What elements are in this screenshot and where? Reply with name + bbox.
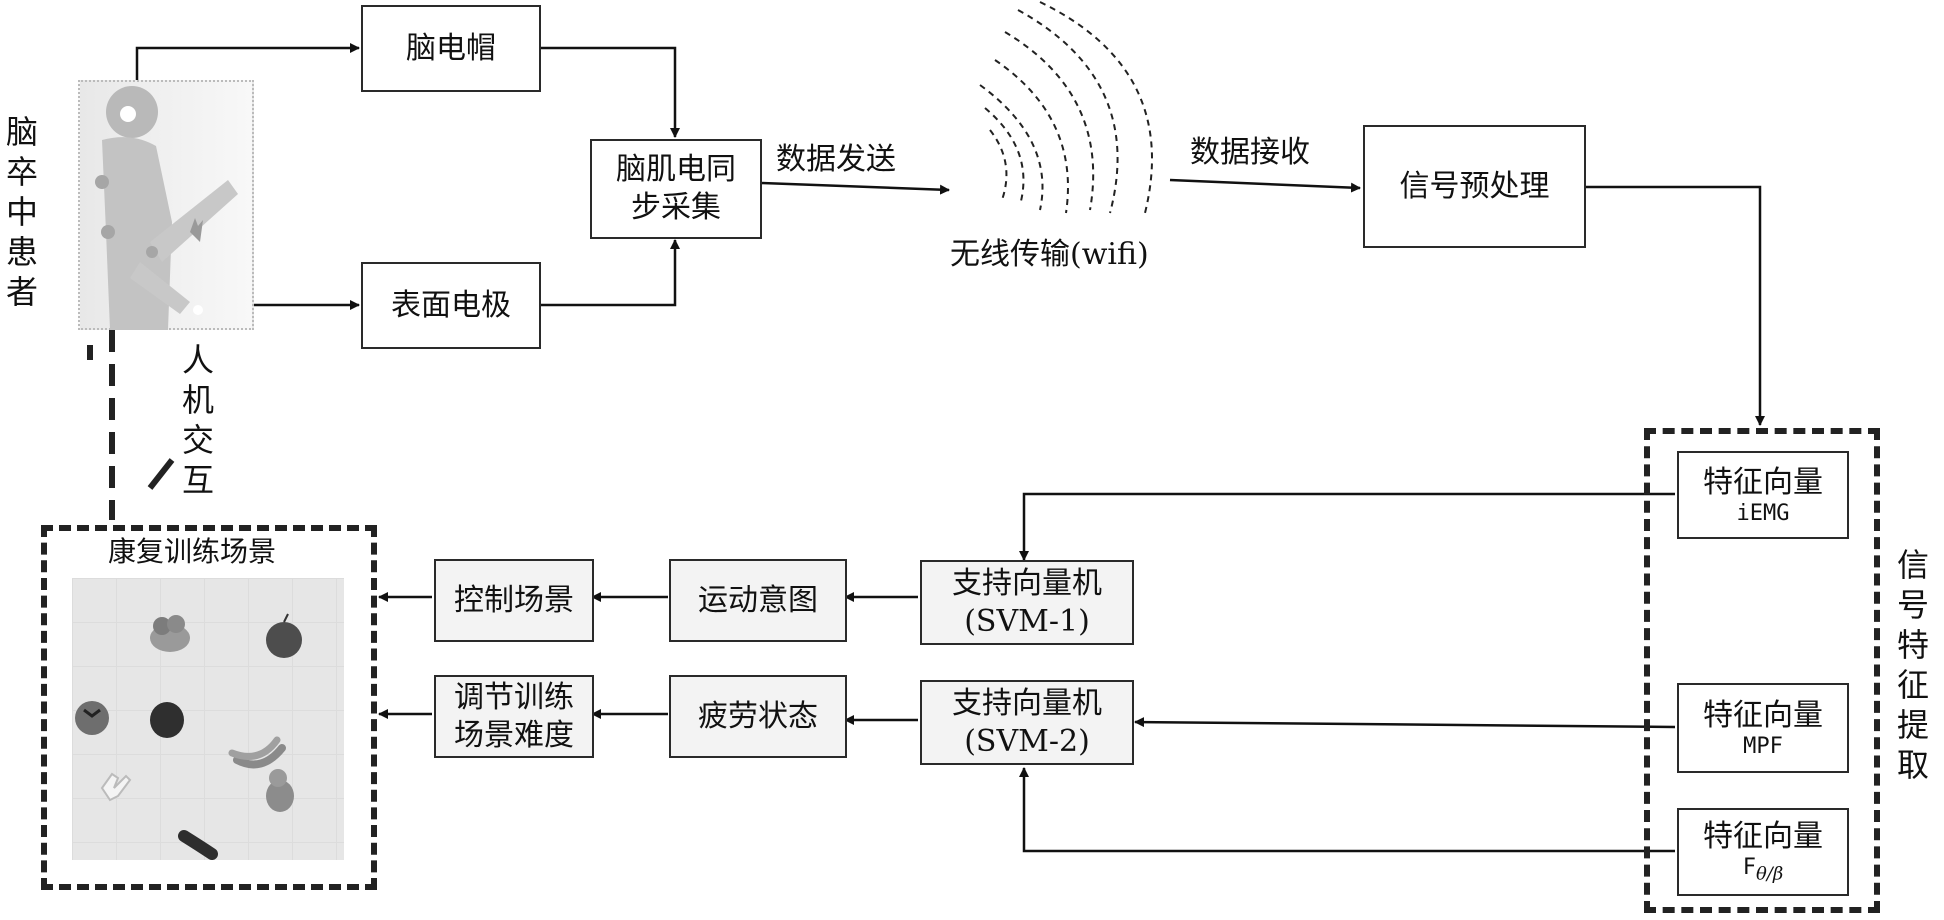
pear-icon bbox=[266, 769, 294, 812]
feature-mpf-box: 特征向量 MPF bbox=[1677, 683, 1849, 773]
banana-icon bbox=[232, 740, 282, 764]
svm1-line1: 支持向量机 bbox=[952, 565, 1102, 603]
patient-label: 脑卒中患者 bbox=[2, 112, 42, 312]
svm2-line1: 支持向量机 bbox=[952, 685, 1102, 723]
surface-electrode-text: 表面电极 bbox=[391, 287, 511, 325]
rehab-scene-image bbox=[72, 578, 344, 860]
surface-electrode-box: 表面电极 bbox=[361, 262, 541, 349]
feature-ratio-box: 特征向量 Fθ/β bbox=[1677, 808, 1849, 896]
sync-acquisition-text: 脑肌电同步采集 bbox=[616, 151, 736, 227]
preprocess-text: 信号预处理 bbox=[1400, 168, 1550, 206]
fatigue-state-box: 疲劳状态 bbox=[669, 675, 847, 758]
arrow-electrode-to-sync bbox=[540, 240, 675, 305]
arrow-ratio-to-svm2 bbox=[1024, 768, 1675, 851]
preprocess-box: 信号预处理 bbox=[1363, 125, 1586, 248]
feature-extraction-label: 信号特征提取 bbox=[1893, 545, 1933, 785]
pepper-icon bbox=[150, 702, 184, 738]
feature-mpf-line1: 特征向量 bbox=[1703, 697, 1823, 735]
interaction-label: 人机交互 bbox=[178, 340, 218, 500]
adjust-difficulty-box: 调节训练场景难度 bbox=[434, 675, 594, 758]
svm1-box: 支持向量机 (SVM-1) bbox=[920, 560, 1134, 645]
eeg-cap-box: 脑电帽 bbox=[361, 5, 541, 92]
svm2-box: 支持向量机 (SVM-2) bbox=[920, 680, 1134, 765]
rehab-scene-title: 康复训练场景 bbox=[108, 535, 276, 569]
patient-figure bbox=[78, 80, 254, 330]
svm1-line2: (SVM-1) bbox=[964, 603, 1090, 641]
feature-ratio-line1: 特征向量 bbox=[1703, 818, 1823, 856]
fruit-basket-icon bbox=[150, 615, 190, 652]
feature-iemg-line1: 特征向量 bbox=[1703, 464, 1823, 502]
svm2-line2: (SVM-2) bbox=[964, 723, 1090, 761]
adjust-difficulty-text: 调节训练场景难度 bbox=[452, 679, 576, 755]
data-send-label: 数据发送 bbox=[776, 143, 896, 177]
tomato-icon bbox=[75, 701, 109, 735]
eeg-cap-text: 脑电帽 bbox=[406, 30, 496, 68]
wifi-wave-icon bbox=[980, 2, 1152, 213]
patient-silhouette-icon bbox=[80, 82, 256, 332]
control-scene-text: 控制场景 bbox=[454, 582, 574, 620]
arrow-preprocess-to-features bbox=[1585, 187, 1760, 425]
motion-intent-text: 运动意图 bbox=[698, 582, 818, 620]
hand-icon bbox=[102, 774, 130, 800]
arrow-data-receive bbox=[1170, 180, 1360, 188]
fatigue-state-text: 疲劳状态 bbox=[698, 698, 818, 736]
control-scene-box: 控制场景 bbox=[434, 559, 594, 642]
feature-ratio-prefix: F bbox=[1743, 855, 1756, 880]
sync-acquisition-box: 脑肌电同步采集 bbox=[590, 139, 762, 239]
feature-iemg-line2: iEMG bbox=[1737, 502, 1790, 526]
feature-ratio-sub: θ/β bbox=[1756, 863, 1783, 884]
arrow-data-send bbox=[761, 183, 949, 190]
feature-iemg-box: 特征向量 iEMG bbox=[1677, 451, 1849, 539]
hci-dashed-link-3 bbox=[150, 460, 172, 488]
arrow-eeg-cap-to-sync bbox=[540, 48, 675, 137]
arrow-mpf-to-svm2 bbox=[1135, 722, 1675, 727]
fruit-icons bbox=[72, 578, 344, 860]
arrow-iemg-to-svm1 bbox=[1024, 494, 1675, 560]
motion-intent-box: 运动意图 bbox=[669, 559, 847, 642]
feature-mpf-line2: MPF bbox=[1743, 735, 1783, 759]
cucumber-icon bbox=[184, 836, 212, 854]
feature-ratio-line2: Fθ/β bbox=[1743, 856, 1784, 886]
wireless-label: 无线传输(wifi) bbox=[950, 238, 1149, 272]
apple-icon bbox=[266, 614, 302, 658]
data-receive-label: 数据接收 bbox=[1190, 136, 1310, 170]
